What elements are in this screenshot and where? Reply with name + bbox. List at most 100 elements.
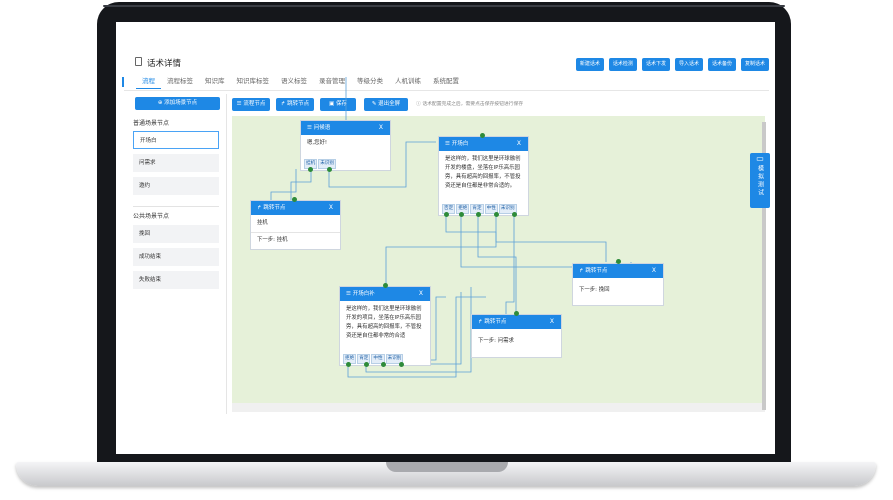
close-icon[interactable]: X (378, 124, 383, 131)
node-title: 跳转节点 (484, 319, 507, 325)
close-icon[interactable]: X (418, 290, 423, 297)
scene-item-opening[interactable]: 开场白 (133, 131, 219, 149)
app-screen: 话术详情 新建话术 话术检测 话术下发 导入话术 话术备份 复制话术 流程 流程… (116, 22, 775, 454)
node-next-step: 下一步: 挽回 (579, 287, 610, 293)
port-dot[interactable] (444, 212, 449, 217)
scene-item-invite[interactable]: 邀约 (133, 177, 219, 195)
panel-divider (226, 94, 227, 414)
tab-settings[interactable]: 系统配置 (433, 77, 459, 85)
jump-node-button[interactable]: ↱ 跳转节点 (276, 98, 314, 111)
new-script-button[interactable]: 新建话术 (575, 58, 604, 71)
save-hint-text: 话术配置完成之后，需要点击保存按钮进行保存 (422, 102, 524, 107)
node-title: 开场白补 (352, 291, 375, 297)
port-dot[interactable] (292, 197, 297, 202)
jump-node-label: 跳转节点 (287, 101, 310, 107)
port-dot[interactable] (512, 212, 517, 217)
scene-item-fail-end[interactable]: 失败结束 (133, 271, 219, 289)
save-hint: ⓘ 话术配置完成之后，需要点击保存按钮进行保存 (416, 102, 524, 107)
public-scene-title: 公共场景节点 (133, 213, 170, 220)
simulate-test-button[interactable]: ▭ 模拟测试 (750, 153, 770, 208)
port-dot[interactable] (399, 362, 404, 367)
port-dot[interactable] (459, 212, 464, 217)
node-title: 跳转节点 (263, 205, 286, 211)
node-text: 挂机 (257, 220, 268, 226)
tab-levels[interactable]: 等级分类 (357, 77, 383, 85)
port-dot[interactable] (514, 311, 519, 316)
node-text: 嗯,您好! (307, 140, 328, 146)
port-dot[interactable] (381, 362, 386, 367)
vertical-scrollbar[interactable] (762, 122, 766, 410)
port-dot[interactable] (327, 167, 332, 172)
close-icon[interactable]: X (328, 204, 333, 211)
tab-divider (124, 90, 769, 91)
tab-flow[interactable]: 流程 (136, 75, 161, 89)
horizontal-scrollbar[interactable] (232, 403, 765, 412)
node-next-step: 下一步: 挂机 (251, 232, 340, 247)
normal-scene-title: 普通场景节点 (133, 120, 170, 127)
exit-fullscreen-button[interactable]: ✎ 退出全屏 (364, 98, 408, 111)
script-check-button[interactable]: 话术检测 (608, 58, 637, 71)
script-deploy-button[interactable]: 话术下发 (641, 58, 670, 71)
tab-training[interactable]: 人机训练 (395, 77, 421, 85)
port-dot[interactable] (494, 212, 499, 217)
scene-item-success-end[interactable]: 成功结束 (133, 248, 219, 266)
branch-chip[interactable]: 中性 (371, 354, 385, 364)
branch-chip[interactable]: 中性 (484, 204, 498, 214)
tab-indicator-bar (122, 77, 124, 87)
exit-fullscreen-label: 退出全屏 (378, 101, 401, 107)
scene-item-retain[interactable]: 挽回 (133, 225, 219, 243)
simulate-test-label: 模拟测试 (756, 165, 764, 197)
port-dot[interactable] (480, 133, 485, 138)
left-panel-divider (133, 206, 219, 207)
branch-chip[interactable]: 未识别 (385, 354, 404, 364)
tab-bar: 流程 流程标签 知识库 知识库标签 语义标签 录音管理 等级分类 人机训练 系统… (136, 75, 465, 89)
laptop-notch (386, 462, 508, 472)
port-dot[interactable] (383, 283, 388, 288)
close-icon[interactable]: X (516, 140, 521, 147)
tab-knowledge-tags[interactable]: 知识库标签 (236, 77, 270, 85)
close-icon[interactable]: X (549, 318, 554, 325)
tab-knowledge[interactable]: 知识库 (205, 77, 225, 85)
save-label: 保存 (335, 101, 347, 107)
add-scene-node-label: 添加场景节点 (164, 100, 198, 106)
port-dot[interactable] (476, 212, 481, 217)
top-button-group: 新建话术 话术检测 话术下发 导入话术 话术备份 复制话术 (575, 58, 769, 71)
chat-icon: ▭ (756, 154, 764, 163)
scene-item-ask-needs[interactable]: 问需求 (133, 154, 219, 172)
close-icon[interactable]: X (651, 267, 656, 274)
import-script-button[interactable]: 导入话术 (674, 58, 703, 71)
port-dot[interactable] (346, 362, 351, 367)
node-title: 问候语 (313, 125, 331, 131)
node-title: 跳转节点 (585, 268, 608, 274)
connector-lines (270, 77, 632, 378)
tab-recordings[interactable]: 录音管理 (319, 77, 345, 85)
port-dot[interactable] (616, 259, 621, 264)
tab-flow-tags[interactable]: 流程标签 (167, 77, 193, 85)
branch-chip[interactable]: 未识别 (498, 204, 517, 214)
laptop-bezel-highlight (103, 5, 785, 7)
add-scene-node-button[interactable]: ⊕ 添加场景节点 (135, 97, 220, 110)
tab-semantic-tags[interactable]: 语义标签 (281, 77, 307, 85)
save-button[interactable]: ▣ 保存 (320, 98, 356, 111)
document-icon (135, 57, 142, 66)
page-title: 话术详情 (147, 59, 182, 69)
node-title: 开场白 (451, 141, 469, 147)
flow-node-label: 流程节点 (243, 101, 266, 107)
branch-chip[interactable]: 肯定 (357, 354, 371, 364)
port-dot[interactable] (364, 362, 369, 367)
flow-node-button[interactable]: ☰ 流程节点 (232, 98, 270, 111)
copy-script-button[interactable]: 复制话术 (740, 58, 769, 71)
node-text: 是这样的，我们这里是环球融创开发的楼盘，坐落在IP乐高乐园旁，具有超高的回报率，… (445, 156, 521, 189)
port-dot[interactable] (308, 167, 313, 172)
backup-script-button[interactable]: 话术备份 (707, 58, 736, 71)
